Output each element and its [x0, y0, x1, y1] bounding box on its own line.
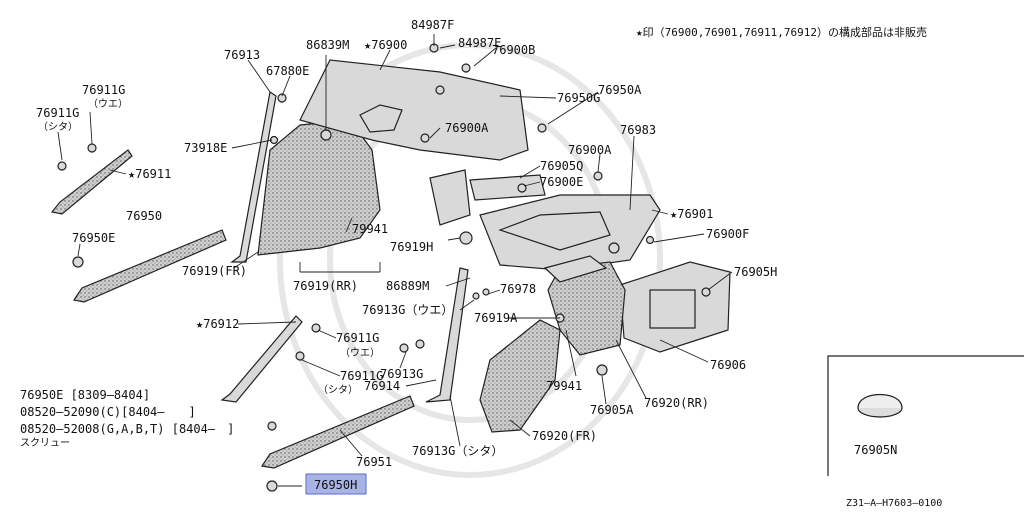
label-76919a: 76919A	[474, 311, 518, 325]
label-73918e: 73918E	[184, 141, 227, 155]
label-shita-2: （シタ）	[318, 384, 358, 396]
label-76911g-top: 76911G	[82, 83, 125, 97]
part-76919-quarter-trim	[257, 119, 381, 256]
label-76951: 76951	[356, 455, 392, 469]
label-76913: 76913	[224, 48, 260, 62]
label-shita-1: （シタ）	[38, 121, 78, 133]
label-84987f: 84987F	[411, 18, 454, 32]
label-76920fr: 76920(FR)	[532, 429, 597, 443]
label-76900a-mid: 76900A	[568, 143, 612, 157]
label-76919fr: 76919(FR)	[182, 264, 247, 278]
label-76978: 76978	[500, 282, 536, 296]
part-76900e-strip	[469, 174, 546, 201]
note-line-3: 08520–52008(G,A,B,T) [8404– ]	[20, 422, 234, 436]
figure-code: Z31–A–H7603–0100	[846, 498, 942, 509]
part-76901-window	[498, 211, 611, 251]
label-76983: 76983	[620, 123, 656, 137]
note-line-4: スクリュー	[20, 437, 70, 449]
part-76912-trim	[220, 315, 303, 403]
part-76900-upper-trim	[299, 59, 529, 161]
label-ue-2: （ウエ）	[340, 347, 380, 359]
part-speaker-cover-lower	[543, 255, 608, 283]
label-76919rr: 76919(RR)	[293, 279, 358, 293]
part-76911-trim	[50, 149, 133, 215]
label-76905h: 76905H	[734, 265, 777, 279]
label-76950: 76950	[126, 209, 162, 223]
label-76950g: 76950G	[557, 91, 600, 105]
label-76900f: 76900F	[706, 227, 749, 241]
fastener-marks	[57, 43, 711, 492]
note-line-1: 76950E [8309–8404]	[20, 388, 150, 402]
inset-76905n	[827, 355, 1024, 476]
label-79941-bot: 79941	[546, 379, 582, 393]
leader-lines	[57, 34, 733, 487]
label-76900e: 76900E	[540, 175, 583, 189]
label-76911: ★76911	[128, 167, 171, 181]
label-76950h: 76950H	[314, 478, 357, 492]
label-76911g-left: 76911G	[36, 106, 79, 120]
part-76914-pillar	[425, 267, 469, 403]
part-76920fr-trim	[479, 319, 561, 433]
label-84987e: 84987E	[458, 36, 501, 50]
label-76900a-top: 76900A	[445, 121, 489, 135]
label-67880e: 67880E	[266, 64, 309, 78]
label-76913g-shita: 76913G（シタ）	[412, 444, 503, 458]
label-76905q: 76905Q	[540, 159, 583, 173]
label-76920rr: 76920(RR)	[644, 396, 709, 410]
label-76906: 76906	[710, 358, 746, 372]
part-76951-sill	[260, 395, 415, 469]
label-76911g-shita: 76911G	[340, 369, 383, 383]
label-79941-top: 79941	[352, 222, 388, 236]
label-76913g-mid: 76913G	[380, 367, 423, 381]
label-86889m: 86889M	[386, 279, 429, 293]
label-76912: ★76912	[196, 317, 239, 331]
part-76906-inner	[649, 289, 696, 329]
note-line-2: 08520–52090(C)[8404– ]	[20, 405, 196, 419]
label-76900b: 76900B	[492, 43, 535, 57]
label-76911g-ue: 76911G	[336, 331, 379, 345]
label-76919h: 76919H	[390, 240, 433, 254]
label-76950e: 76950E	[72, 231, 115, 245]
part-76905q-panel	[429, 169, 471, 226]
label-76900: ★76900	[364, 38, 407, 52]
label-76905n: 76905N	[854, 443, 897, 457]
label-ue-1: （ウエ）	[88, 98, 128, 110]
label-76901: ★76901	[670, 207, 713, 221]
label-76905a: 76905A	[590, 403, 634, 417]
label-76914: 76914	[364, 379, 400, 393]
part-76950-sill	[73, 229, 227, 303]
part-speaker-cover-upper	[359, 104, 403, 133]
label-76950a: 76950A	[598, 83, 642, 97]
header-note: ★印（76900,76901,76911,76912）の構成部品は非販売	[636, 25, 927, 39]
highlight-76950h	[305, 473, 367, 495]
label-76913g-ue: 76913G（ウエ）	[362, 303, 453, 317]
label-86839m: 86839M	[306, 38, 349, 52]
